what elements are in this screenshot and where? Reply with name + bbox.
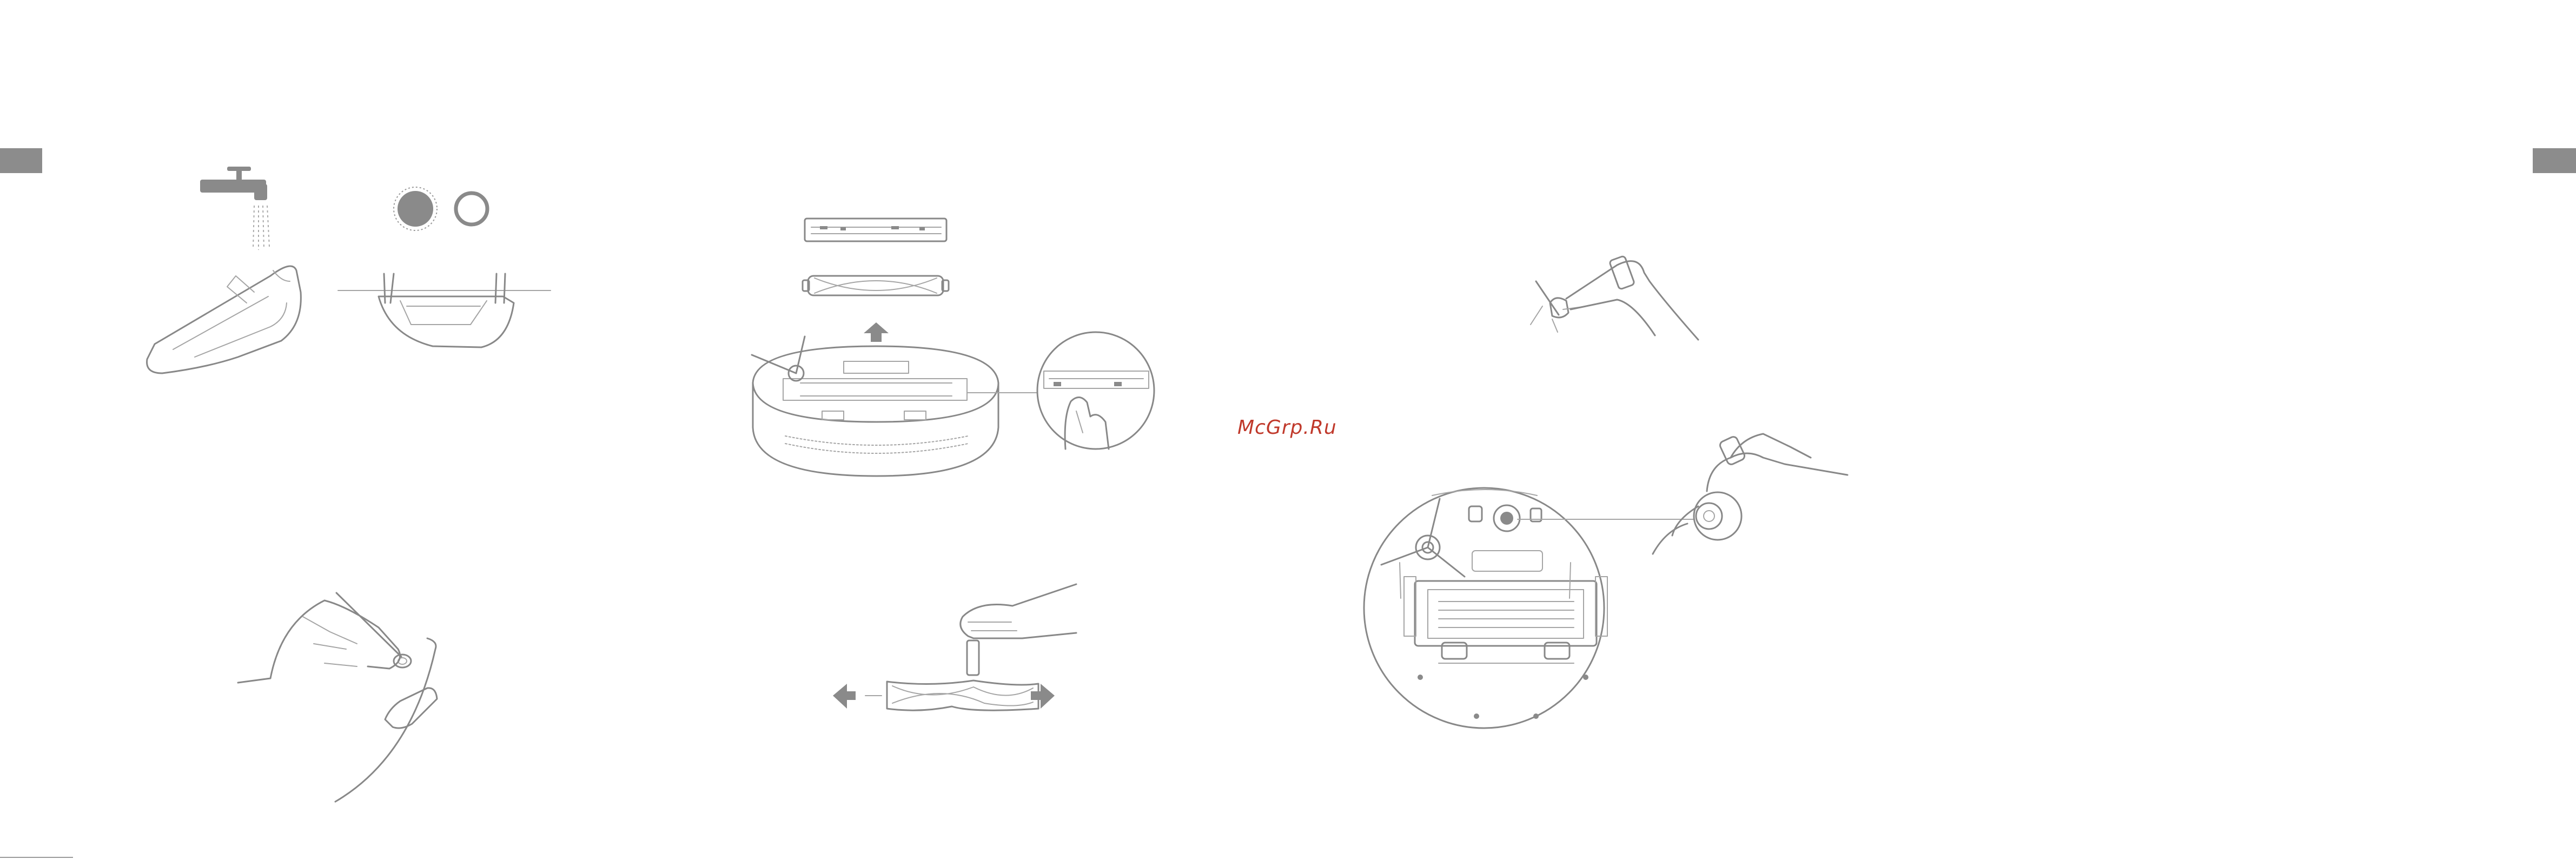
omni-wheel-hand-drawing bbox=[1653, 434, 1847, 554]
dry-status-icons bbox=[394, 187, 487, 230]
hand-cleaning-sensor-drawing bbox=[238, 593, 437, 802]
mop-bracket-side-drawing bbox=[338, 274, 551, 347]
robot-vacuum-brush-removal-drawing bbox=[752, 336, 1037, 476]
arrow-up-icon bbox=[864, 322, 889, 342]
main-brush-drawing bbox=[803, 276, 949, 295]
side-brush-hand-drawing bbox=[1531, 256, 1698, 340]
mop-bracket-drawing bbox=[147, 266, 301, 373]
main-brush-cover-drawing bbox=[805, 219, 946, 241]
robot-underside-drawing bbox=[1364, 488, 1694, 728]
hand-cleaning-brush-drawing bbox=[833, 584, 1076, 710]
brush-slot-detail-drawing bbox=[1037, 332, 1154, 449]
faucet-icon bbox=[200, 167, 269, 250]
